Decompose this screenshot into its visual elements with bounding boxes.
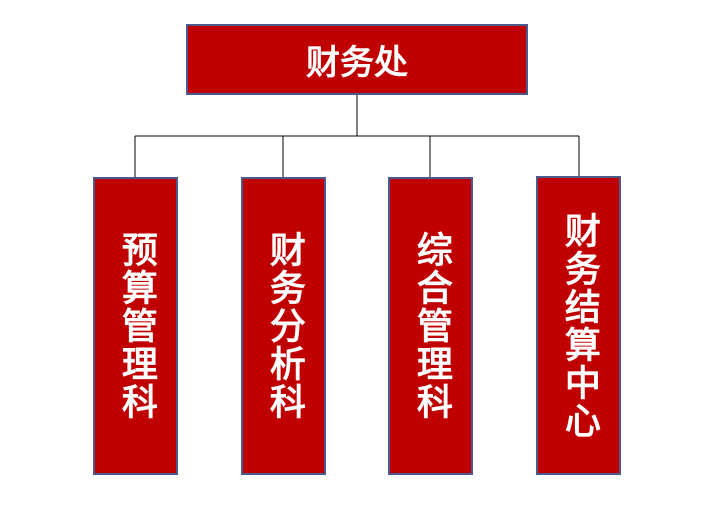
child-node-budget-management: 预算管理科	[93, 177, 178, 475]
child-node-general-management: 综合管理科	[388, 177, 473, 475]
child-node-label: 财务分析科	[263, 231, 305, 421]
child-node-label: 财务结算中心	[558, 211, 600, 440]
child-node-financial-analysis: 财务分析科	[241, 177, 326, 475]
root-node-finance-office: 财务处	[186, 24, 528, 95]
child-node-label: 综合管理科	[410, 231, 452, 421]
child-node-label: 预算管理科	[115, 231, 157, 421]
child-node-settlement-center: 财务结算中心	[536, 176, 621, 475]
root-node-label: 财务处	[306, 43, 408, 83]
